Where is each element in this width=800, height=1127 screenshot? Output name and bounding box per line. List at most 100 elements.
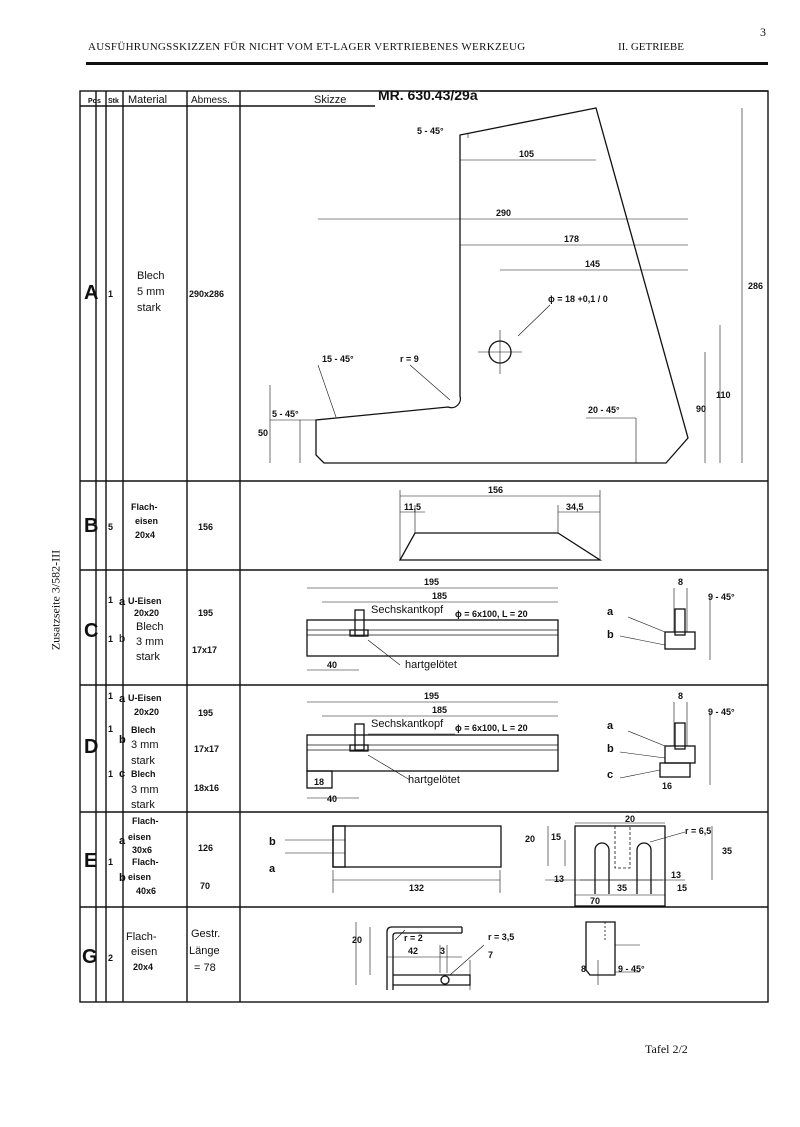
- sketch-c-d195: 195: [424, 577, 439, 587]
- sketch-b-d11-5: 11,5: [404, 502, 421, 512]
- row-e-part-b-dims: 70: [200, 881, 210, 891]
- sketch-c-bolt-dims: ϕ = 6x100, L = 20: [455, 609, 528, 619]
- sketch-a-radius: r = 9: [400, 354, 419, 364]
- sketch-a-chamfer-top: 5 - 45°: [417, 126, 444, 136]
- row-a-material-1: Blech: [137, 270, 165, 282]
- sketch-g-chamfer: 9 - 45°: [618, 964, 645, 974]
- col-header-sketch: Skizze: [314, 94, 346, 106]
- row-a-material-3: stark: [137, 302, 161, 314]
- col-header-dims: Abmess.: [191, 95, 230, 106]
- row-c-part-b-qty: 1: [108, 634, 113, 644]
- sketch-c-d40: 40: [327, 660, 337, 670]
- row-g-dims-2: Länge: [189, 945, 220, 957]
- sketch-e-radius: r = 6,5: [685, 826, 711, 836]
- row-e-part-a-material-3: 30x6: [132, 845, 152, 855]
- col-header-qty: Stk: [108, 98, 119, 105]
- row-e-part-a-letter: a: [119, 835, 126, 847]
- sketch-c-bolt: Sechskantkopf: [371, 604, 444, 616]
- sketch-e-d13-right: 13: [671, 870, 681, 880]
- row-e-part-b-material-3: 40x6: [136, 886, 156, 896]
- col-header-pos: Pos: [88, 98, 101, 105]
- sketch-g-d3: 3: [440, 946, 445, 956]
- header-title: AUSFÜHRUNGSSKIZZEN FÜR NICHT VOM ET-LAGE…: [88, 41, 526, 53]
- row-g-material-3: 20x4: [133, 962, 153, 972]
- sketch-a-d90: 90: [696, 404, 706, 414]
- sketch-a-chamfer-left-upper: 15 - 45°: [322, 354, 354, 364]
- row-a-dims: 290x286: [189, 289, 224, 299]
- sketch-d-d18: 18: [314, 777, 324, 787]
- sketch-d-label-b: b: [607, 743, 614, 755]
- row-d-part-b-dims: 17x17: [194, 744, 219, 754]
- sketch-a-hole: ϕ = 18 +0,1 / 0: [548, 294, 608, 304]
- row-c-part-b-material-2: 3 mm: [136, 636, 164, 648]
- row-b-pos: B: [84, 515, 98, 537]
- sketch-d-d185: 185: [432, 705, 447, 715]
- sketch-e-d35-side: 35: [722, 846, 732, 856]
- sketch-a-chamfer-left-lower: 5 - 45°: [272, 409, 299, 419]
- sketch-g-d8: 8: [581, 964, 586, 974]
- row-e-part-a-qty: 1: [108, 857, 113, 867]
- row-c-pos: C: [84, 620, 98, 642]
- row-g-dims-3: = 78: [194, 962, 216, 974]
- row-c-part-a-material-2: 20x20: [134, 608, 159, 618]
- row-d-part-c-qty: 1: [108, 769, 113, 779]
- row-g-material-2: eisen: [131, 946, 157, 958]
- sketch-g-d7: 7: [488, 950, 493, 960]
- sketch-c-d185: 185: [432, 591, 447, 601]
- row-c-part-b-material-3: stark: [136, 651, 160, 663]
- row-b-material-3: 20x4: [135, 530, 155, 540]
- row-a-material-2: 5 mm: [137, 286, 165, 298]
- row-g-dims-1: Gestr.: [191, 928, 220, 940]
- row-e-part-a-material-2: eisen: [128, 832, 151, 842]
- row-d-part-c-material-3: stark: [131, 799, 155, 811]
- row-e-part-a-material-1: Flach-: [132, 816, 159, 826]
- row-b-dims: 156: [198, 522, 213, 532]
- sketch-e-d132: 132: [409, 883, 424, 893]
- row-d-part-a-material-1: U-Eisen: [128, 693, 162, 703]
- sketch-g: 20 r = 2 42 3 r = 3,5 7 8 9 - 45°: [352, 921, 645, 990]
- sketch-e-d13-left: 13: [554, 874, 564, 884]
- row-d-part-c-material-2: 3 mm: [131, 784, 159, 796]
- sketch-a-chamfer-right: 20 - 45°: [588, 405, 620, 415]
- row-d-part-c-letter: c: [119, 768, 125, 780]
- sketch-e-d20-side: 20: [525, 834, 535, 844]
- row-e-part-b-material-2: eisen: [128, 872, 151, 882]
- row-c-part-a-letter: a: [119, 596, 126, 608]
- row-b-qty: 5: [108, 522, 113, 532]
- sketch-a-d290: 290: [496, 208, 511, 218]
- row-d-part-b-material-3: stark: [131, 755, 155, 767]
- sketch-a-d178: 178: [564, 234, 579, 244]
- sketch-d-chamfer: 9 - 45°: [708, 707, 735, 717]
- row-d-part-a-material-2: 20x20: [134, 707, 159, 717]
- header-section: II. GETRIEBE: [618, 41, 684, 53]
- sketch-b-d34-5: 34,5: [566, 502, 584, 512]
- sketch-a-d110: 110: [716, 390, 731, 400]
- sketch-d-bolt-dims: ϕ = 6x100, L = 20: [455, 723, 528, 733]
- sketch-d-d40: 40: [327, 794, 337, 804]
- sketch-e-d70: 70: [590, 896, 600, 906]
- row-g-pos: G: [82, 946, 98, 968]
- sketch-a-d145: 145: [585, 259, 600, 269]
- sketch-b: 156 11,5 34,5: [398, 485, 603, 561]
- row-c-part-b-material-1: Blech: [136, 621, 164, 633]
- sketch-c-d8: 8: [678, 577, 683, 587]
- row-e-part-a-dims: 126: [198, 843, 213, 853]
- sketch-e-d20-top: 20: [625, 814, 635, 824]
- page-number: 3: [760, 25, 766, 39]
- row-d-part-a-letter: a: [119, 693, 126, 705]
- sketch-c-chamfer: 9 - 45°: [708, 592, 735, 602]
- sketch-g-d20: 20: [352, 935, 362, 945]
- sketch-d-brazed: hartgelötet: [408, 774, 460, 786]
- row-c-part-b-dims: 17x17: [192, 645, 217, 655]
- sketch-a-d50: 50: [258, 428, 268, 438]
- sketch-c-brazed: hartgelötet: [405, 659, 457, 671]
- row-a-pos: A: [84, 282, 98, 304]
- row-d-part-b-letter: b: [119, 734, 126, 746]
- row-c-part-a-dims: 195: [198, 608, 213, 618]
- row-d-part-b-material-2: 3 mm: [131, 739, 159, 751]
- sketch-a-d105: 105: [519, 149, 534, 159]
- sketch-g-r3-5: r = 3,5: [488, 932, 514, 942]
- sketch-d-label-c: c: [607, 769, 613, 781]
- row-d-part-a-dims: 195: [198, 708, 213, 718]
- row-e-part-b-material-1: Flach-: [132, 857, 159, 867]
